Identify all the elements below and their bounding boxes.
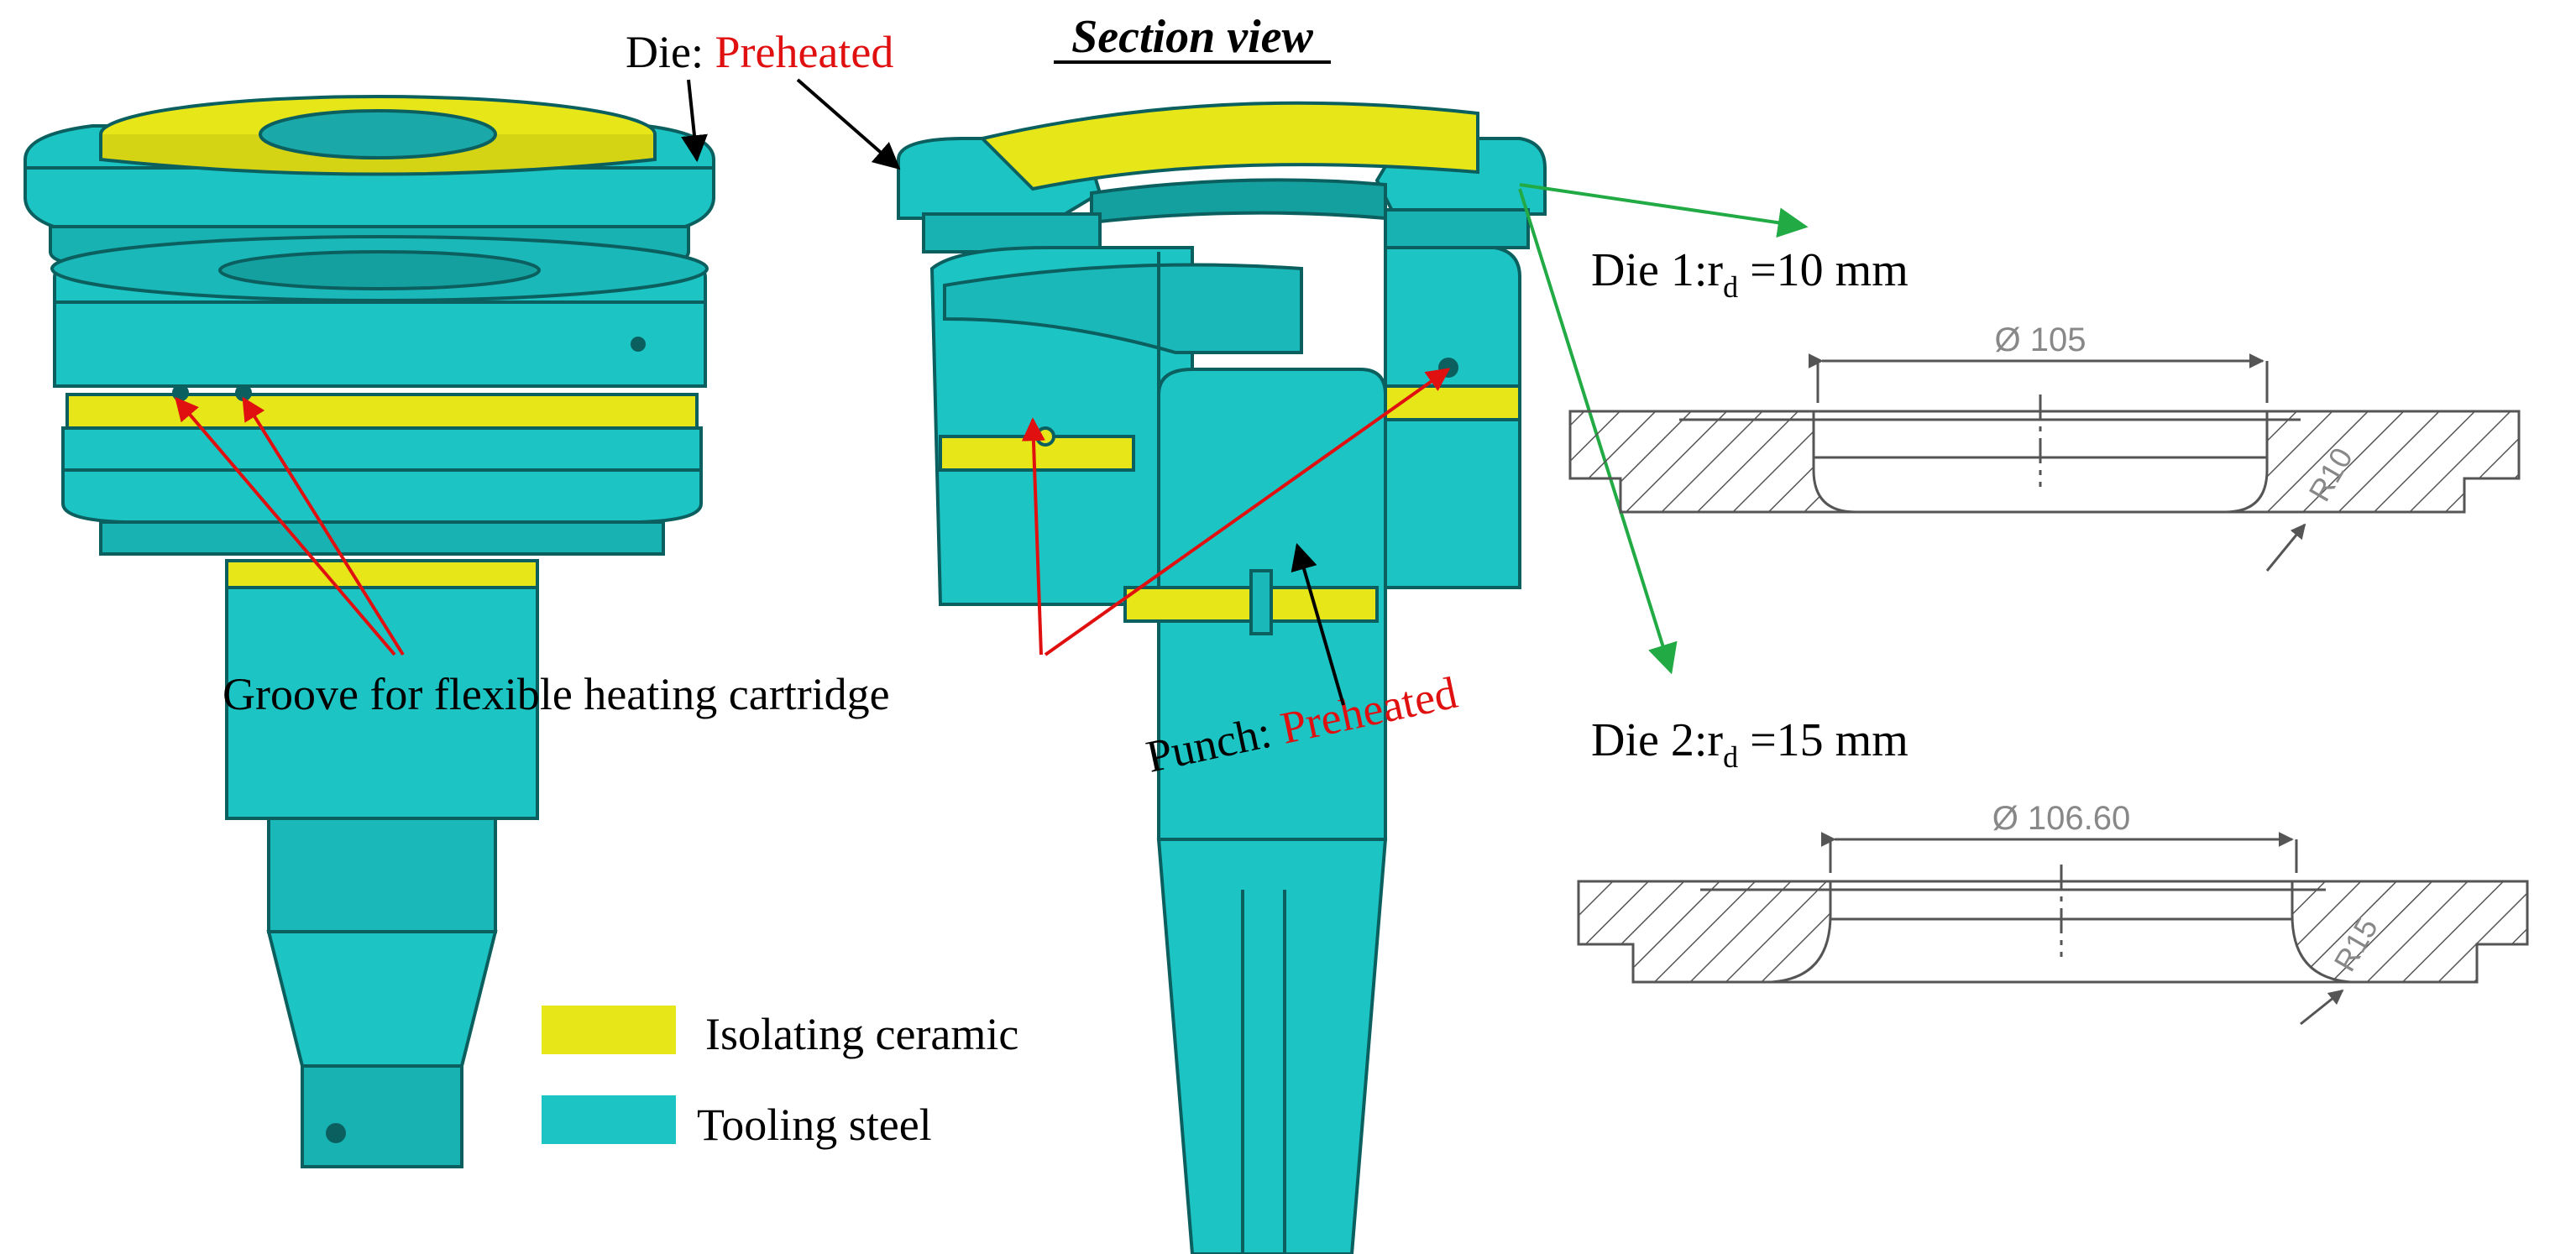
die1-label-sub: d <box>1723 270 1738 304</box>
die1-label-suffix: =10 mm <box>1738 244 1908 296</box>
section-upper-die <box>897 101 1547 253</box>
legend-label-ceramic: Isolating ceramic <box>705 1009 1018 1059</box>
die2-drawing <box>1577 832 2529 1026</box>
full-tool-view <box>24 95 715 1168</box>
die1-drawing <box>1568 353 2521 572</box>
die2-label-sub: d <box>1723 740 1738 774</box>
die1-diameter: Ø 105 <box>1995 321 2086 358</box>
die-label-state: Preheated <box>715 27 893 77</box>
die-label: Die: Preheated <box>626 27 893 77</box>
die2-label-suffix: =15 mm <box>1738 714 1908 766</box>
die2-diameter: Ø 106.60 <box>1992 800 2131 837</box>
section-lower-die <box>929 246 1521 606</box>
legend: Isolating ceramic Tooling steel <box>542 1006 1018 1150</box>
die-arrow-left <box>681 79 708 163</box>
groove-arrows <box>175 368 1451 656</box>
legend-swatch-ceramic <box>542 1006 676 1054</box>
die1-label: Die 1:rd =10 mm <box>1591 244 1908 304</box>
punch-arrow <box>1291 542 1345 706</box>
die2-label: Die 2:rd =15 mm <box>1591 714 1908 774</box>
legend-swatch-steel <box>542 1095 676 1144</box>
lower-die-body <box>50 235 709 589</box>
die-label-prefix: Die: <box>626 27 715 77</box>
section-view <box>897 101 1547 1254</box>
section-view-title: Section view <box>1071 11 1313 63</box>
groove-label: Groove for flexible heating cartridge <box>223 669 890 719</box>
die-arrow-right <box>796 78 901 170</box>
section-punch <box>1123 252 1388 1254</box>
punch-shaft <box>225 586 539 1168</box>
die2-label-prefix: Die 2:r <box>1591 714 1723 766</box>
die1-label-prefix: Die 1:r <box>1591 244 1723 296</box>
legend-label-steel: Tooling steel <box>697 1100 932 1150</box>
